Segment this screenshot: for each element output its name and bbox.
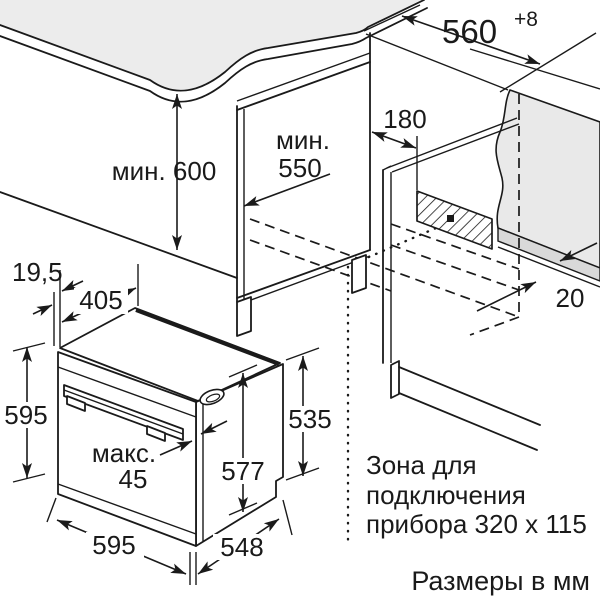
dimension-180 — [371, 131, 418, 190]
label-niche-width: 560 — [442, 13, 497, 50]
label-oven-front-height: 595 — [4, 400, 47, 430]
oven-top-rear-rim — [135, 308, 280, 366]
niche-back-wall — [495, 89, 600, 288]
label-connection-zone-line3: прибора 320 x 115 — [366, 509, 587, 539]
label-door-thickness-value: 45 — [119, 464, 148, 494]
plinth — [390, 360, 400, 399]
label-connection-zone-line2: подключения — [366, 480, 526, 510]
dimension-max-45 — [159, 420, 228, 456]
label-body-height: 577 — [221, 456, 264, 486]
right-cabinet — [236, 117, 541, 451]
hidden-edges — [249, 94, 520, 545]
cabinet-foot — [351, 254, 367, 294]
label-door-thickness-word: макс. — [92, 438, 156, 468]
connection-point-dot — [447, 215, 454, 222]
label-niche-height-min: мин. 600 — [112, 156, 217, 186]
label-socket-offset: 180 — [383, 104, 426, 134]
label-rear-gap: 20 — [556, 283, 585, 313]
label-niche-width-tolerance: +8 — [514, 8, 538, 31]
side-handle-recess — [199, 388, 225, 406]
label-top-depth: 405 — [79, 285, 122, 315]
cabinet-foot — [236, 296, 252, 337]
oven — [57, 307, 284, 547]
label-niche-depth-min-word: мин. — [276, 125, 330, 155]
floor-line — [0, 191, 238, 279]
label-door-overhang: 19,5 — [12, 257, 63, 287]
label-rear-height: 535 — [288, 404, 331, 434]
dimension-min-550 — [243, 173, 331, 207]
label-units-note: Размеры в мм — [411, 566, 590, 596]
dimension-20 — [476, 242, 598, 312]
connection-zone-hatch — [416, 190, 493, 250]
label-niche-depth-min-value: 550 — [278, 153, 321, 183]
label-connection-zone-line1: Зона для — [366, 450, 477, 480]
door-handle — [63, 384, 184, 442]
connection-zone-leader — [346, 220, 452, 545]
label-body-depth: 548 — [220, 532, 263, 562]
dimension-577 — [228, 364, 258, 516]
label-oven-width: 595 — [92, 530, 135, 560]
dimension-560 — [363, 4, 597, 93]
